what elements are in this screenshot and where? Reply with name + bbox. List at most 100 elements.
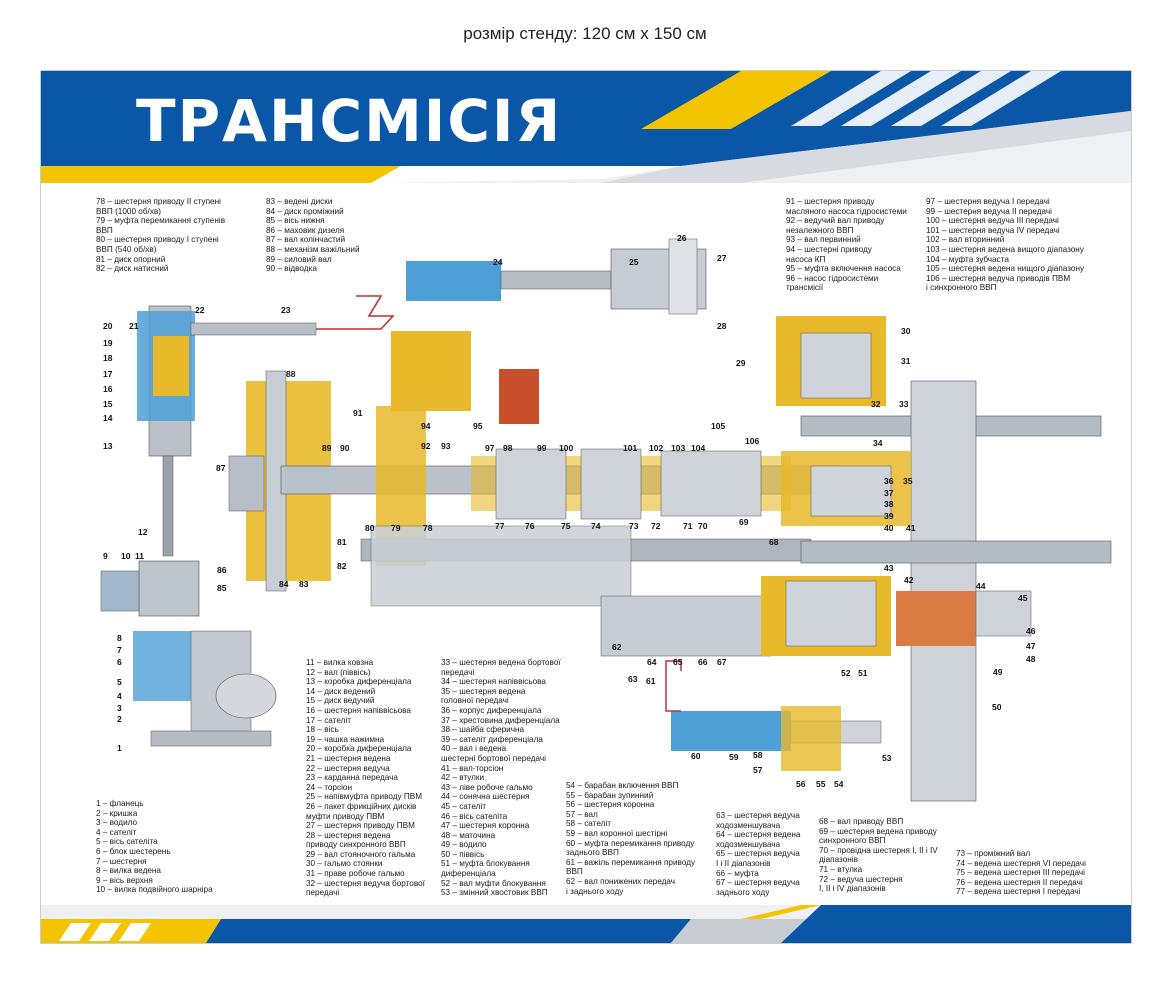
- callout-4: 4: [117, 691, 122, 701]
- legend-line: передачі: [441, 667, 475, 677]
- callout-14: 14: [103, 413, 113, 423]
- legend-line: 19 – чашка нажимна: [306, 734, 385, 744]
- legend-line: 85 – вісь нижня: [266, 216, 325, 226]
- legend-line: заднього ВВП: [566, 848, 619, 858]
- callout-82: 82: [337, 561, 347, 571]
- callout-12: 12: [138, 527, 148, 537]
- legend-line: 52 – вал муфти блокування: [441, 878, 546, 888]
- legend-33-53: 33 – шестерня ведена бортової передачі 3…: [441, 658, 561, 898]
- legend-line: 57 – вал: [566, 809, 598, 819]
- legend-line: 74 – ведена шестерня VI передачі: [956, 858, 1086, 868]
- legend-line: 92 – ведучий вал приводу: [786, 216, 885, 226]
- legend-line: 43 – ліве робоче гальмо: [441, 782, 533, 792]
- legend-line: 32 – шестерня ведуча бортової: [306, 878, 425, 888]
- callout-65: 65: [673, 657, 683, 667]
- callout-46: 46: [1026, 626, 1036, 636]
- callout-35: 35: [903, 476, 913, 486]
- legend-line: 80 – шестерня приводу І ступені: [96, 235, 219, 245]
- legend-line: 99 – шестерня ведуча ІІ передачі: [926, 206, 1052, 216]
- legend-line: 75 – ведена шестерня ІІІ передачі: [956, 868, 1085, 878]
- callout-76: 76: [525, 521, 535, 531]
- callout-74: 74: [591, 521, 601, 531]
- legend-63-67: 63 – шестерня ведуча ходозменшувача 64 –…: [716, 811, 800, 897]
- legend-line: ходозменшувача: [716, 820, 781, 830]
- legend-line: 2 – кришка: [96, 808, 138, 818]
- legend-line: диференціала: [441, 869, 496, 879]
- callout-92: 92: [421, 441, 431, 451]
- callout-43: 43: [884, 563, 894, 573]
- legend-line: 87 – вал колінчастий: [266, 235, 346, 245]
- callout-47: 47: [1026, 641, 1036, 651]
- poster-artwork: [41, 71, 1131, 943]
- callout-101: 101: [623, 443, 638, 453]
- callout-99: 99: [537, 443, 547, 453]
- legend-68-72: 68 – вал приводу ВВП 69 – шестерня веден…: [819, 817, 938, 894]
- legend-line: 94 – шестерні приводу: [786, 244, 872, 254]
- callout-32: 32: [871, 399, 881, 409]
- callout-38: 38: [884, 499, 894, 509]
- cardan-shaft: [190, 322, 317, 336]
- stand-size-caption: розмір стенду: 120 см х 150 см: [463, 24, 707, 43]
- callout-87: 87: [216, 463, 226, 473]
- callout-3: 3: [117, 703, 122, 713]
- callout-41: 41: [906, 523, 916, 533]
- legend-line: 16 – шестерня напіввісьова: [306, 705, 411, 715]
- callout-62: 62: [612, 642, 622, 652]
- legend-line: 31 – праве робоче гальмо: [306, 869, 405, 879]
- callout-29: 29: [736, 358, 746, 368]
- legend-line: 40 – вал і ведена: [441, 744, 507, 754]
- legend-line: 69 – шестерня ведена приводу: [819, 826, 937, 836]
- legend-line: 1 – фланець: [96, 799, 144, 808]
- legend-91-96: 91 – шестерня приводу масляного насоса г…: [786, 197, 907, 293]
- legend-line: 29 – вал стояночного гальма: [306, 849, 416, 859]
- legend-line: 48 – маточина: [441, 830, 496, 840]
- callout-2: 2: [117, 714, 122, 724]
- legend-73-77: 73 – проміжний вал 74 – ведена шестерня …: [956, 849, 1086, 897]
- legend-line: 102 – вал вторинний: [926, 235, 1005, 245]
- legend-line: 28 – шестерня ведена: [306, 830, 391, 840]
- legend-line: 95 – муфта включення насоса: [786, 264, 901, 274]
- callout-72: 72: [651, 521, 661, 531]
- callout-15: 15: [103, 399, 113, 409]
- legend-line: 62 – вал понижених передач: [566, 876, 675, 886]
- callout-95: 95: [473, 421, 483, 431]
- callout-54: 54: [834, 779, 844, 789]
- callout-20: 20: [103, 321, 113, 331]
- callout-53: 53: [882, 753, 892, 763]
- callout-8: 8: [117, 633, 122, 643]
- callout-55: 55: [816, 779, 826, 789]
- legend-line: 77 – ведена шестерня І передачі: [956, 887, 1081, 897]
- callout-19: 19: [103, 338, 113, 348]
- callout-10: 10: [121, 551, 131, 561]
- callout-83: 83: [299, 579, 309, 589]
- callout-52: 52: [841, 668, 851, 678]
- callout-31: 31: [901, 356, 911, 366]
- legend-78-82: 78 – шестерня приводу ІІ ступені ВВП (10…: [96, 197, 225, 274]
- callout-34: 34: [873, 438, 883, 448]
- poster-board: ТРАНСМІСІЯ 78 – шестерня приводу ІІ ступ…: [40, 70, 1132, 944]
- header-grey-swoosh: [601, 111, 1131, 183]
- callout-23: 23: [281, 305, 291, 315]
- legend-54-62: 54 – барабан включення ВВП 55 – барабан …: [566, 781, 695, 896]
- legend-line: передачі: [306, 888, 340, 898]
- callout-100: 100: [559, 443, 574, 453]
- callout-45: 45: [1018, 593, 1028, 603]
- legend-line: 83 – ведені диски: [266, 197, 333, 206]
- footer-blue-band: [206, 919, 691, 943]
- legend-line: 35 – шестерня ведена: [441, 686, 526, 696]
- legend-line: 18 – вісь: [306, 725, 339, 735]
- legend-line: 13 – коробка диференціала: [306, 677, 412, 687]
- legend-line: 41 – вал-торсіон: [441, 763, 504, 773]
- legend-line: 104 – муфта зубчаста: [926, 254, 1009, 264]
- poster-title: ТРАНСМІСІЯ: [136, 87, 563, 155]
- front-drive-clutch-unit: [316, 238, 707, 330]
- callout-40: 40: [884, 523, 894, 533]
- legend-line: 22 – шестерня ведуча: [306, 763, 390, 773]
- callout-42: 42: [904, 575, 914, 585]
- callout-102: 102: [649, 443, 664, 453]
- legend-line: 3 – водило: [96, 818, 138, 828]
- legend-line: 50 – піввісь: [441, 849, 485, 859]
- callout-106: 106: [745, 436, 760, 446]
- legend-line: 7 – шестерня: [96, 856, 147, 866]
- legend-line: 30 – гальмо стоянки: [306, 859, 383, 869]
